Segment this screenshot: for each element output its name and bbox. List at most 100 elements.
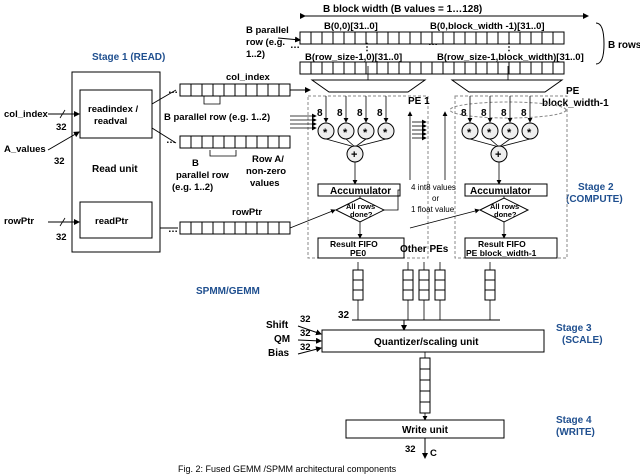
a-value-register-cell xyxy=(245,135,258,149)
multiplier-symbol: * xyxy=(507,127,512,139)
b-register-cell xyxy=(387,31,400,45)
rowptr-mid: rowPtr xyxy=(232,207,262,218)
b-register-cell xyxy=(376,61,389,75)
stage3-label-b: (SCALE) xyxy=(562,335,603,346)
stage2-label-b: (COMPUTE) xyxy=(566,194,623,205)
rowptr-registers xyxy=(179,221,291,235)
stage4-label-a: Stage 4 xyxy=(556,415,592,426)
mult-width-label: 8 xyxy=(501,108,507,119)
mult-width-label: 8 xyxy=(357,108,363,119)
write-c: C xyxy=(430,448,437,459)
note-int8-3: 1 float value xyxy=(411,205,455,214)
b-rows-brace xyxy=(595,22,605,65)
quantizer-w32: 32 xyxy=(338,310,350,321)
rowptr-register-cell xyxy=(212,221,225,235)
fifo-columns xyxy=(352,262,496,320)
b-register-cell xyxy=(541,31,554,45)
svg-text:+: + xyxy=(495,149,501,161)
b-register-cell xyxy=(321,31,334,45)
b-dots: … xyxy=(428,37,438,48)
pe-last-highlight xyxy=(449,101,567,119)
a-value-register-cell xyxy=(278,135,291,149)
quantizer-output-cell xyxy=(419,390,431,403)
b-register-cell xyxy=(431,61,444,75)
fifo-cell xyxy=(352,289,364,301)
other-pes-label: Other PEs xyxy=(400,244,449,255)
rowptr-register-cell xyxy=(190,221,203,235)
quantizer-unit xyxy=(321,329,545,353)
readindex-text-1: readindex / xyxy=(88,104,139,115)
readindex-text-2: readval xyxy=(94,116,127,127)
col-index-register-cell xyxy=(234,83,247,97)
b-register-cell xyxy=(310,31,323,45)
b-ellipsis-2: ⋮ xyxy=(504,42,514,53)
col-index-register-cell xyxy=(201,83,214,97)
svg-text:All rows: All rows xyxy=(346,202,375,211)
b-ellipsis-1: ⋮ xyxy=(362,42,372,53)
b-mux-left xyxy=(310,79,427,93)
spmm-gemm-label: SPMM/GEMM xyxy=(196,286,260,297)
b-parallel-row-mid: B parallel row (e.g. 1..2) xyxy=(164,112,270,123)
rowptr-register-cell xyxy=(278,221,291,235)
b-register-cell xyxy=(409,61,422,75)
result-fifo-pe-last xyxy=(464,237,558,259)
read-unit-label: Read unit xyxy=(92,164,138,175)
b-register-cell xyxy=(475,61,488,75)
b-block-width-label: B block width (B values = 1…128) xyxy=(323,4,482,15)
b-row-top-registers xyxy=(299,31,565,45)
b-register-cell xyxy=(321,61,334,75)
svg-text:PE0: PE0 xyxy=(350,248,366,258)
quantizer-output-cell xyxy=(419,357,431,370)
brs0-label: B(row_size-1,0)[31..0] xyxy=(305,52,402,63)
a-value-register-cell xyxy=(212,135,225,149)
b-register-cell xyxy=(475,31,488,45)
mult-width-label: 8 xyxy=(481,108,487,119)
rowptr-register-cell xyxy=(201,221,214,235)
mult-width-label: 8 xyxy=(461,108,467,119)
b-register-cell xyxy=(508,61,521,75)
b-register-cell xyxy=(486,31,499,45)
stage3-label-a: Stage 3 xyxy=(556,323,592,334)
b-register-cell xyxy=(387,61,400,75)
b-rows-label: B rows xyxy=(608,40,640,51)
col-index-register-cell xyxy=(190,83,203,97)
mult-to-adder-line xyxy=(498,138,511,148)
mult-width-label: 8 xyxy=(337,108,343,119)
a-value-register-cell xyxy=(223,135,236,149)
b-register-cell xyxy=(398,31,411,45)
col-index-register-cell xyxy=(278,83,291,97)
a-value-register-cell xyxy=(190,135,203,149)
b-register-cell xyxy=(354,61,367,75)
b-par-arrow xyxy=(277,36,301,43)
b-register-cell xyxy=(343,31,356,45)
fifo-cell xyxy=(484,279,496,291)
b-register-cell xyxy=(519,61,532,75)
qm-label: QM xyxy=(274,334,290,345)
multiplier-symbol: * xyxy=(363,127,368,139)
quantizer-output-cell xyxy=(419,401,431,414)
rowptr-register-cell xyxy=(256,221,269,235)
quantizer-output-cell xyxy=(419,379,431,392)
rowptr-register-cell xyxy=(179,221,192,235)
b-register-cell xyxy=(464,31,477,45)
svg-text:PE block_width-1: PE block_width-1 xyxy=(466,248,537,258)
a-value-register-cell xyxy=(267,135,280,149)
quantizer-output-registers xyxy=(419,352,431,421)
b-register-cell xyxy=(299,31,312,45)
svg-text:32: 32 xyxy=(300,314,311,325)
input-w32-2: 32 xyxy=(54,156,65,167)
brsbw-label: B(row_size-1,block_width)[31..0] xyxy=(437,52,584,63)
rowptr-register-cell xyxy=(267,221,280,235)
b-register-cell xyxy=(497,61,510,75)
input-col-index: col_index xyxy=(4,109,49,120)
svg-text:32: 32 xyxy=(300,342,311,353)
multiplier-symbol: * xyxy=(383,127,388,139)
b-register-cell xyxy=(519,31,532,45)
col-index-register-cell xyxy=(223,83,236,97)
a-value-register-cell xyxy=(201,135,214,149)
b-register-cell xyxy=(343,61,356,75)
fifo-cell xyxy=(352,269,364,281)
b00-label: B(0,0)[31..0] xyxy=(324,21,378,32)
stage4-label-b: (WRITE) xyxy=(556,427,595,438)
